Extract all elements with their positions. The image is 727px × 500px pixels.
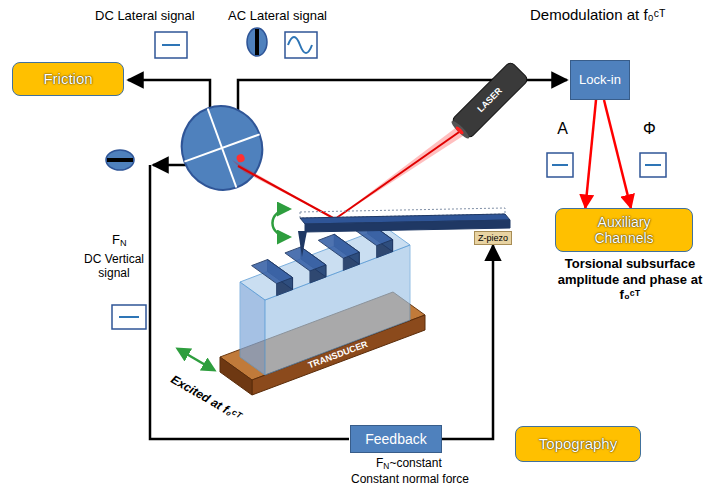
signal-arrow <box>585 100 596 208</box>
torsion-arrow <box>272 209 289 237</box>
dc-signal-icon <box>155 32 187 58</box>
laser <box>450 119 471 140</box>
signal-wire <box>128 80 567 439</box>
dc-signal-icon <box>112 305 146 329</box>
dc-signal-icon <box>112 305 146 329</box>
text-label: TRANSDUCER <box>307 339 369 371</box>
photodiode <box>170 95 274 201</box>
torsion-arrow <box>272 209 289 237</box>
text-label: Excited at f₀ᶜᵀ <box>169 372 244 423</box>
grating-ridge <box>318 234 359 258</box>
label-group: FN~constant <box>376 456 442 471</box>
laser-beam <box>335 130 462 219</box>
laser-beam <box>232 126 466 219</box>
grating-ridge <box>285 247 326 271</box>
signal-wire <box>128 80 210 112</box>
ac-signal-icon <box>288 37 312 53</box>
grating-ridge <box>252 260 293 284</box>
cantilever <box>298 231 307 257</box>
laser-beam <box>238 166 335 219</box>
vertical-symbol <box>106 150 134 170</box>
laser <box>455 125 465 135</box>
dc-signal-icon <box>162 44 180 46</box>
photodiode <box>236 153 246 163</box>
lockin-box: Lock-in <box>570 60 630 100</box>
box-text: Topography <box>539 435 617 452</box>
laser-beam <box>335 126 466 219</box>
output-box: Auxiliary Channels <box>555 208 693 252</box>
dc-signal-icon <box>552 164 568 166</box>
output-box: Friction <box>12 62 124 96</box>
signal-arrow <box>604 100 631 208</box>
controller-box: Feedback <box>350 425 442 453</box>
text-label: F <box>376 456 383 470</box>
text-label: Demodulation at f₀ᶜᵀ <box>530 6 666 23</box>
label-group: AC Lateral signal <box>228 8 327 24</box>
ac-signal-icon <box>285 32 317 58</box>
label-group: Demodulation at f₀ᶜᵀ <box>530 6 666 24</box>
label-group: DC Vertical signal <box>82 252 146 281</box>
text-label: DC Lateral signal <box>95 8 195 23</box>
subscript-label: N <box>120 238 127 248</box>
lateral-symbol <box>247 28 267 56</box>
box-text: Friction <box>43 70 92 87</box>
box-text: Auxiliary Channels <box>574 214 674 246</box>
text-label: F <box>112 232 120 247</box>
text-label: DC Vertical signal <box>84 252 144 280</box>
laser <box>449 61 529 141</box>
signal-wire <box>153 164 186 167</box>
lateral-symbol <box>247 28 267 56</box>
subscript-label: N <box>383 461 389 471</box>
signal-arrow <box>442 245 493 439</box>
vertical-symbol <box>107 158 133 162</box>
ac-signal-icon <box>285 32 317 58</box>
piezo-box: Z-piezo <box>474 231 512 245</box>
dc-signal-icon <box>640 153 666 177</box>
dc-signal-icon <box>547 153 573 177</box>
edge-label: A <box>555 120 570 138</box>
text-label: ~constant <box>389 456 441 470</box>
dc-signal-icon <box>119 316 139 318</box>
label-group: FN <box>112 232 127 249</box>
text-label: AC Lateral signal <box>228 8 327 23</box>
label-group: DC Lateral signal <box>95 8 195 24</box>
label-group: Torsional subsurface amplitude and phase… <box>552 256 708 303</box>
box-text: Lock-in <box>579 73 621 88</box>
dc-signal-icon <box>155 32 187 58</box>
dc-signal-icon <box>547 153 573 177</box>
text-label: Torsional subsurface amplitude and phase… <box>558 256 702 302</box>
dc-signal-icon <box>640 153 666 177</box>
label-group: TRANSDUCER <box>307 339 370 371</box>
text-label: Constant normal force <box>351 472 469 486</box>
label-group: Excited at f₀ᶜᵀ <box>168 372 243 424</box>
box-text: Feedback <box>365 431 426 447</box>
label-group: LASER <box>475 85 504 114</box>
label-group: Constant normal force <box>330 472 490 486</box>
laser <box>451 61 529 139</box>
vertical-symbol <box>106 150 134 170</box>
output-box: Topography <box>515 426 641 462</box>
excitation-arrow <box>178 349 214 370</box>
dc-signal-icon <box>645 164 661 166</box>
excitation-arrow <box>178 349 214 370</box>
lateral-symbol <box>255 29 259 55</box>
photodiode <box>170 95 274 201</box>
grating-ridge <box>252 222 393 296</box>
edge-label: Φ <box>641 120 658 138</box>
sample-grating <box>240 222 410 375</box>
box-text: Z-piezo <box>478 233 508 243</box>
photodiode <box>208 109 237 188</box>
text-label: LASER <box>475 85 504 114</box>
